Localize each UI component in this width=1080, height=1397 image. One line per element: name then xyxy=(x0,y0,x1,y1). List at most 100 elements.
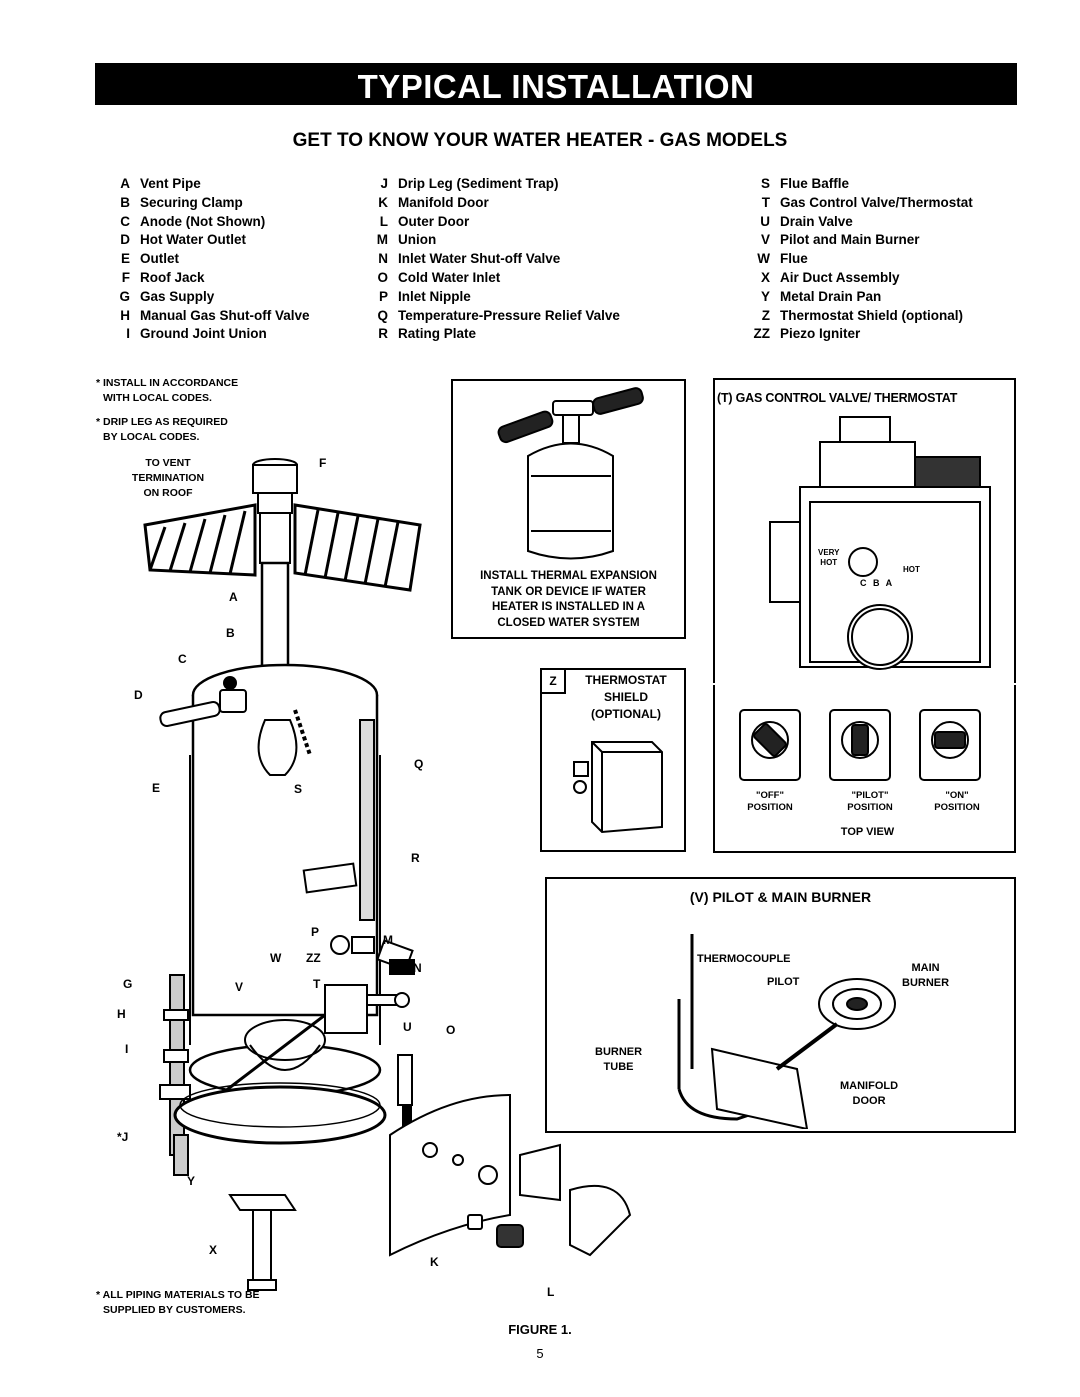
legend-label: Manifold Door xyxy=(398,194,489,210)
legend-key: C xyxy=(120,213,130,229)
legend-key: F xyxy=(121,269,130,285)
legend-label: Securing Clamp xyxy=(140,194,243,210)
callout-x: X xyxy=(209,1243,218,1257)
legend-label: Metal Drain Pan xyxy=(780,288,882,304)
legend-item: K Manifold Door xyxy=(370,195,620,214)
legend-key: S xyxy=(760,176,770,191)
expansion-tank-illustration xyxy=(497,387,644,560)
legend-item: W Flue xyxy=(748,251,973,270)
legend-label: Anode (Not Shown) xyxy=(140,213,266,229)
gas-supply-pipe xyxy=(159,974,191,1176)
page-banner: TYPICAL INSTALLATION xyxy=(95,63,1017,105)
legend-label: Hot Water Outlet xyxy=(140,232,246,248)
legend-key: H xyxy=(120,307,130,323)
page-number: 5 xyxy=(536,1346,544,1361)
legend-item: Z Thermostat Shield (optional) xyxy=(748,308,973,327)
label-pilot: PILOT xyxy=(767,976,800,988)
position-pilot: "PILOT"POSITION xyxy=(847,790,893,813)
legend-key: D xyxy=(120,232,130,248)
cold-inlet-pipe xyxy=(359,719,375,921)
legend-item: N Inlet Water Shut-off Valve xyxy=(370,251,620,270)
callout-j: *J xyxy=(117,1130,129,1144)
legend-key: V xyxy=(760,232,770,248)
callout-h: H xyxy=(117,1007,126,1021)
position-on: "ON"POSITION xyxy=(934,790,980,813)
legend-label: Manual Gas Shut-off Valve xyxy=(140,307,310,323)
shield-label: THERMOSTAT SHIELD (OPTIONAL) xyxy=(585,673,667,721)
knob-positions-illustration xyxy=(739,709,981,781)
legend-key: N xyxy=(378,251,388,267)
legend-item: Y Metal Drain Pan xyxy=(748,289,973,308)
legend-key: Z xyxy=(761,307,770,323)
legend-label: Union xyxy=(398,232,437,248)
callout-p: P xyxy=(311,925,320,939)
legend-key: E xyxy=(120,251,130,267)
legend-label: Inlet Nipple xyxy=(398,288,471,304)
legend-label: Gas Supply xyxy=(140,288,215,304)
legend-item: L Outer Door xyxy=(370,214,620,233)
hot-water-outlet xyxy=(159,689,247,727)
legend-item: P Inlet Nipple xyxy=(370,289,620,308)
callout-f: F xyxy=(319,456,327,470)
callout-t: T xyxy=(313,977,321,991)
legend-key: A xyxy=(120,176,130,191)
legend-label: Gas Control Valve/Thermostat xyxy=(780,194,973,210)
shield-key: Z xyxy=(542,670,566,694)
legend-label: Roof Jack xyxy=(140,269,205,285)
callout-d: D xyxy=(134,688,143,702)
roof-jack-hatching xyxy=(143,503,422,592)
pilot-burner-box: (V) PILOT & MAIN BURNER THERMOCOUPLE PIL… xyxy=(545,877,1016,1133)
page-subtitle: GET TO KNOW YOUR WATER HEATER - GAS MODE… xyxy=(292,130,788,151)
legend-key: J xyxy=(380,176,388,191)
legend-key: L xyxy=(379,213,388,229)
callout-l: L xyxy=(547,1285,555,1299)
legend-key: K xyxy=(378,194,388,210)
legend-label: Piezo Igniter xyxy=(780,326,861,342)
legend-key: P xyxy=(378,288,388,304)
legend-key: Y xyxy=(760,288,770,304)
legend-label: Flue xyxy=(780,251,808,267)
label-hot: HOT xyxy=(903,565,920,574)
rating-plate xyxy=(302,862,358,894)
callout-o: O xyxy=(446,1023,456,1037)
callout-r: R xyxy=(411,851,420,865)
gas-control-box xyxy=(324,984,368,1034)
legend-key: U xyxy=(760,213,770,229)
legend-label: Rating Plate xyxy=(398,326,477,342)
legend-label: Inlet Water Shut-off Valve xyxy=(398,251,561,267)
legend-key: W xyxy=(757,251,770,267)
label-thermocouple: THERMOCOUPLE xyxy=(697,953,791,965)
legend-key: ZZ xyxy=(753,326,771,342)
tank-body xyxy=(191,695,379,1017)
legend-label: Thermostat Shield (optional) xyxy=(780,307,964,323)
legend-label: Outer Door xyxy=(398,213,470,229)
callout-w: W xyxy=(270,951,282,965)
legend-label: Drip Leg (Sediment Trap) xyxy=(398,176,559,191)
callout-n: N xyxy=(413,961,422,975)
pilot-burner-title: (V) PILOT & MAIN BURNER xyxy=(689,889,872,905)
gas-control-illustration xyxy=(769,416,991,670)
thermostat-shield-illustration xyxy=(573,741,663,834)
water-heater-illustration xyxy=(143,458,632,1291)
legend-key: B xyxy=(120,194,130,210)
legend-key: X xyxy=(760,269,770,285)
callout-c: C xyxy=(178,652,187,666)
